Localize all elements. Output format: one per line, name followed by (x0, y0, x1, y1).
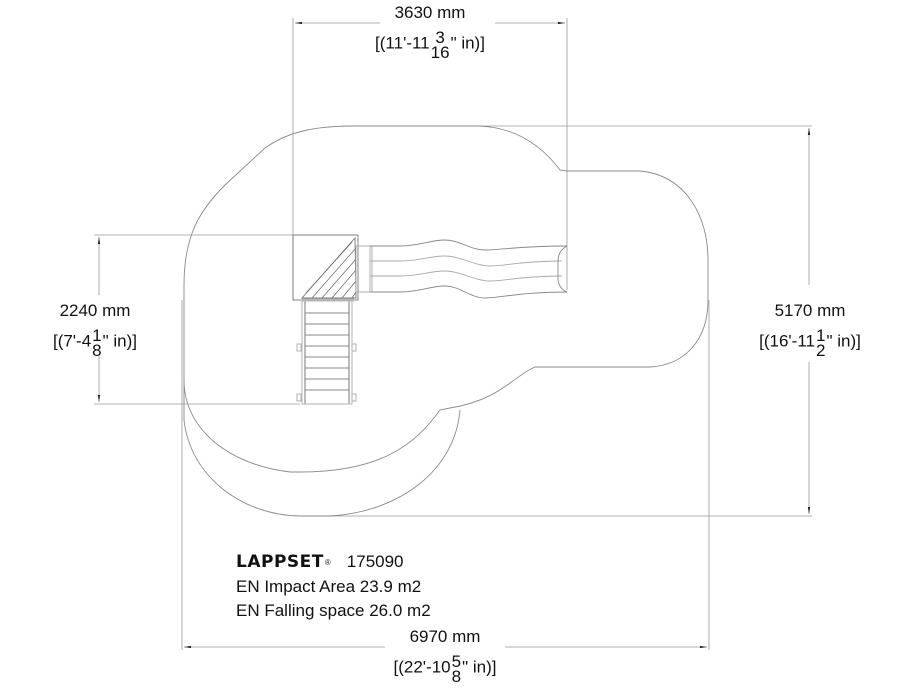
registered-mark: ® (324, 557, 331, 567)
dim-mm: 6970 mm (409, 627, 481, 646)
falling-space-text: EN Falling space 26.0 m2 (236, 600, 431, 620)
dim-mm: 3630 mm (394, 3, 466, 22)
product-code: 175090 (346, 552, 404, 571)
dim-mm: 2240 mm (59, 301, 131, 320)
ladder (296, 299, 357, 405)
brand-line: LAPPSET® 175090 (236, 550, 431, 575)
product-info: LAPPSET® 175090 EN Impact Area 23.9 m2 EN… (236, 550, 431, 623)
falling-space-outline (183, 380, 461, 517)
brand-logo: LAPPSET (236, 552, 324, 572)
impact-area-outline (183, 125, 709, 473)
impact-area-text: EN Impact Area 23.9 m2 (236, 576, 422, 596)
dim-mm: 5170 mm (774, 301, 846, 320)
slide (355, 239, 568, 299)
